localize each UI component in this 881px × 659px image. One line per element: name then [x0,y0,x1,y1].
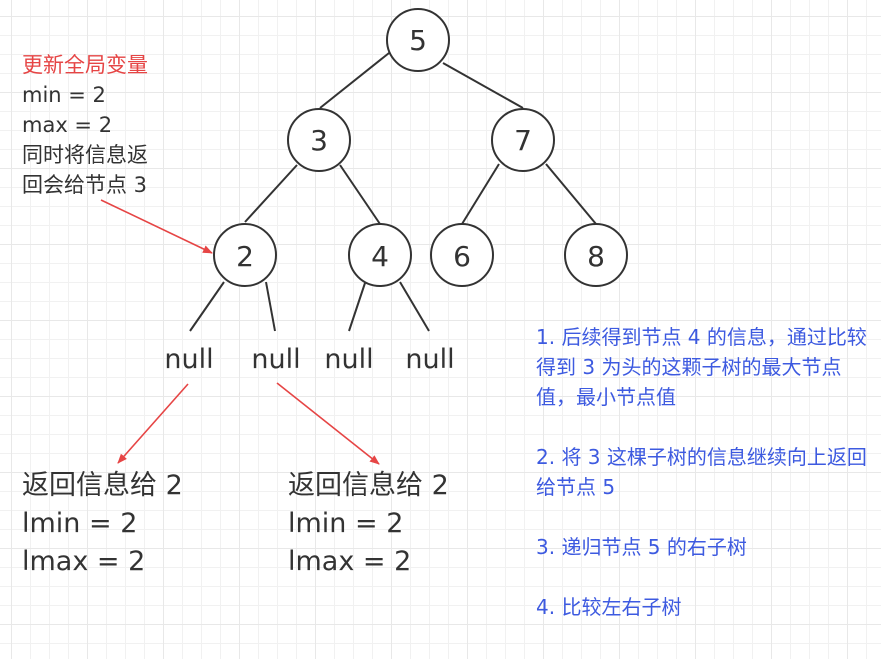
node-5[interactable]: 5 [386,8,450,72]
node-label: 5 [409,24,427,57]
return-title: 返回信息给 2 [288,470,449,501]
edge-7-8 [545,163,597,225]
node-label: 6 [453,240,471,273]
global-update-note: 更新全局变量 min = 2 max = 2 同时将信息返 回会给节点 3 [22,50,148,200]
node-8[interactable]: 8 [564,223,628,287]
step-1: 1. 后续得到节点 4 的信息，通过比较得到 3 为头的这颗子树的最大节点值，最… [536,325,867,409]
note-line-return-1: 同时将信息返 [22,143,148,167]
note-line-min: min = 2 [22,83,106,107]
edge-5-3 [319,52,390,109]
edge-7-6 [461,163,500,225]
note-line-max: max = 2 [22,113,113,137]
node-7[interactable]: 7 [491,108,555,172]
node-3[interactable]: 3 [287,108,351,172]
node-label: 7 [514,124,532,157]
null-leaf: null [251,344,300,375]
edge-4-null-right [399,281,430,332]
node-label: 4 [371,240,389,273]
return-lmax: lmax = 2 [288,546,412,577]
edge-4-null-left [348,282,366,332]
node-label: 3 [310,124,328,157]
edge-2-null-left [189,281,225,332]
edge-3-4 [339,164,381,225]
edge-5-7 [442,62,524,109]
node-label: 8 [587,240,605,273]
return-title: 返回信息给 2 [22,470,183,501]
edge-3-2 [244,164,298,223]
null-leaf: null [405,344,454,375]
step-3: 3. 递归节点 5 的右子树 [536,535,747,559]
node-4[interactable]: 4 [348,223,412,287]
null-leaf: null [164,344,213,375]
arrow-null-to-return-left [117,383,189,464]
edge-2-null-right [265,281,276,332]
arrow-note-to-node-2 [100,199,213,254]
return-info-right: 返回信息给 2 lmin = 2 lmax = 2 [288,467,449,581]
steps-note: 1. 后续得到节点 4 的信息，通过比较得到 3 为头的这颗子树的最大节点值，最… [536,322,876,622]
node-label: 2 [236,240,254,273]
step-4: 4. 比较左右子树 [536,595,682,619]
node-6[interactable]: 6 [430,223,494,287]
step-2: 2. 将 3 这棵子树的信息继续向上返回给节点 5 [536,445,867,499]
arrow-null-to-return-right [276,382,380,465]
return-info-left: 返回信息给 2 lmin = 2 lmax = 2 [22,467,183,581]
return-lmax: lmax = 2 [22,546,146,577]
return-lmin: lmin = 2 [288,508,404,539]
note-line-return-2: 回会给节点 3 [22,173,148,197]
null-leaf: null [324,344,373,375]
node-2[interactable]: 2 [213,223,277,287]
note-title: 更新全局变量 [22,53,148,77]
return-lmin: lmin = 2 [22,508,138,539]
